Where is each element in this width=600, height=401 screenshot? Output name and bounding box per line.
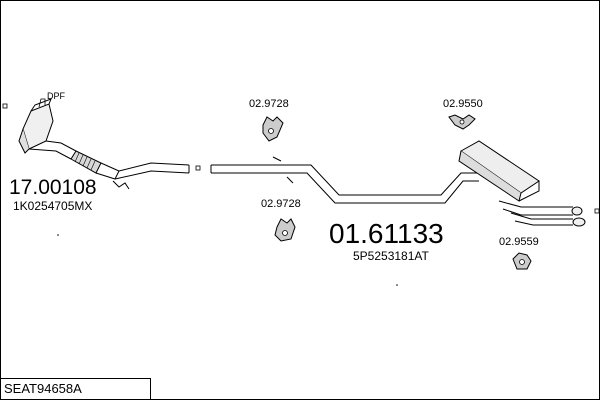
- stray-dot: [396, 284, 398, 286]
- model-code-box: SEAT94658A: [1, 378, 151, 399]
- dpf-part-number: 17.00108: [9, 176, 97, 199]
- stray-dot: [57, 234, 59, 236]
- center-pipe-oem-number: 5P5253181AT: [353, 249, 430, 263]
- dpf-unit-icon: [18, 98, 130, 190]
- hanger-bottom-part-number: 02.9728: [261, 198, 301, 210]
- rubber-hanger-top-icon: [262, 116, 284, 142]
- center-pipe-icon: [210, 156, 479, 204]
- dpf-oem-number: 1K0254705MX: [13, 199, 92, 213]
- hanger-top-part-number: 02.9728: [249, 98, 289, 110]
- right-edge-marker: [594, 208, 600, 214]
- dpf-label: DPF: [47, 91, 66, 101]
- center-pipe-part-number: 01.61133: [329, 218, 444, 249]
- rubber-hanger-rear-top-icon: [448, 114, 476, 130]
- hanger-rear-top-part-number: 02.9550: [443, 98, 483, 110]
- hanger-rear-bottom-part-number: 02.9559: [499, 236, 539, 248]
- front-pipe-icon: [114, 162, 201, 180]
- rubber-hanger-bottom-icon: [274, 218, 296, 242]
- left-edge-marker: [2, 103, 8, 109]
- rear-silencer-icon: [458, 140, 586, 227]
- rubber-hanger-rear-bottom-icon: [512, 252, 532, 270]
